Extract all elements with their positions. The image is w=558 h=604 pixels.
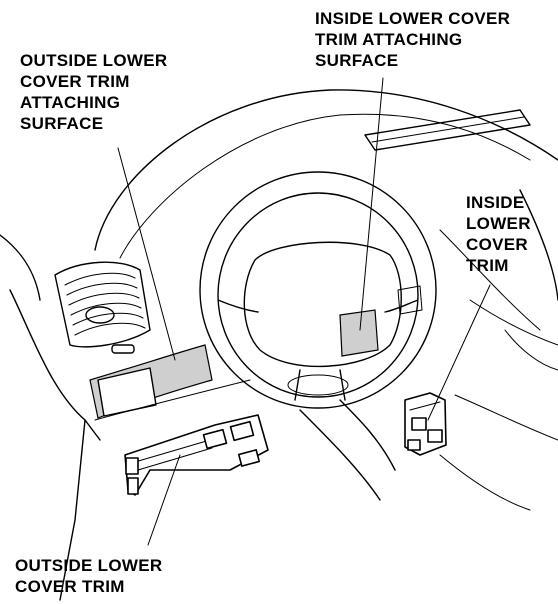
leader-inside-surface [359, 77, 384, 331]
label-inside-attaching-surface: INSIDE LOWER COVER TRIM ATTACHING SURFAC… [315, 8, 510, 71]
outside-lower-panel-opening [97, 367, 157, 417]
outside-lower-cover-trim-part [124, 414, 269, 496]
defroster-vent [364, 109, 531, 151]
label-line: COVER TRIM [15, 577, 125, 596]
label-line: COVER TRIM [20, 72, 130, 91]
label-outside-lower-cover-trim: OUTSIDE LOWER COVER TRIM [15, 555, 162, 597]
label-line: INSIDE [466, 193, 525, 212]
label-line: OUTSIDE LOWER [15, 556, 163, 575]
label-line: TRIM ATTACHING [315, 30, 463, 49]
inside-lower-cover-trim-part [404, 392, 447, 456]
inside-attaching-surface [339, 309, 379, 357]
leader-outside-trim [147, 454, 181, 546]
leader-inside-trim [427, 284, 491, 421]
label-line: INSIDE LOWER COVER [315, 9, 511, 28]
label-line: OUTSIDE LOWER [20, 51, 168, 70]
label-line: TRIM [466, 256, 509, 275]
leader-outside-surface [117, 147, 176, 361]
dash-right-edge [519, 189, 558, 301]
steering-wheel [199, 171, 437, 409]
left-air-vent [54, 261, 151, 354]
door-panel-edge [0, 234, 41, 301]
label-line: ATTACHING [20, 93, 121, 112]
label-line: LOWER [466, 214, 531, 233]
label-line: COVER [466, 235, 528, 254]
label-line: SURFACE [20, 114, 104, 133]
steering-column [339, 399, 396, 471]
label-outside-attaching-surface: OUTSIDE LOWER COVER TRIM ATTACHING SURFA… [20, 50, 167, 134]
label-line: SURFACE [315, 51, 399, 70]
label-inside-lower-cover-trim: INSIDE LOWER COVER TRIM [466, 192, 531, 276]
